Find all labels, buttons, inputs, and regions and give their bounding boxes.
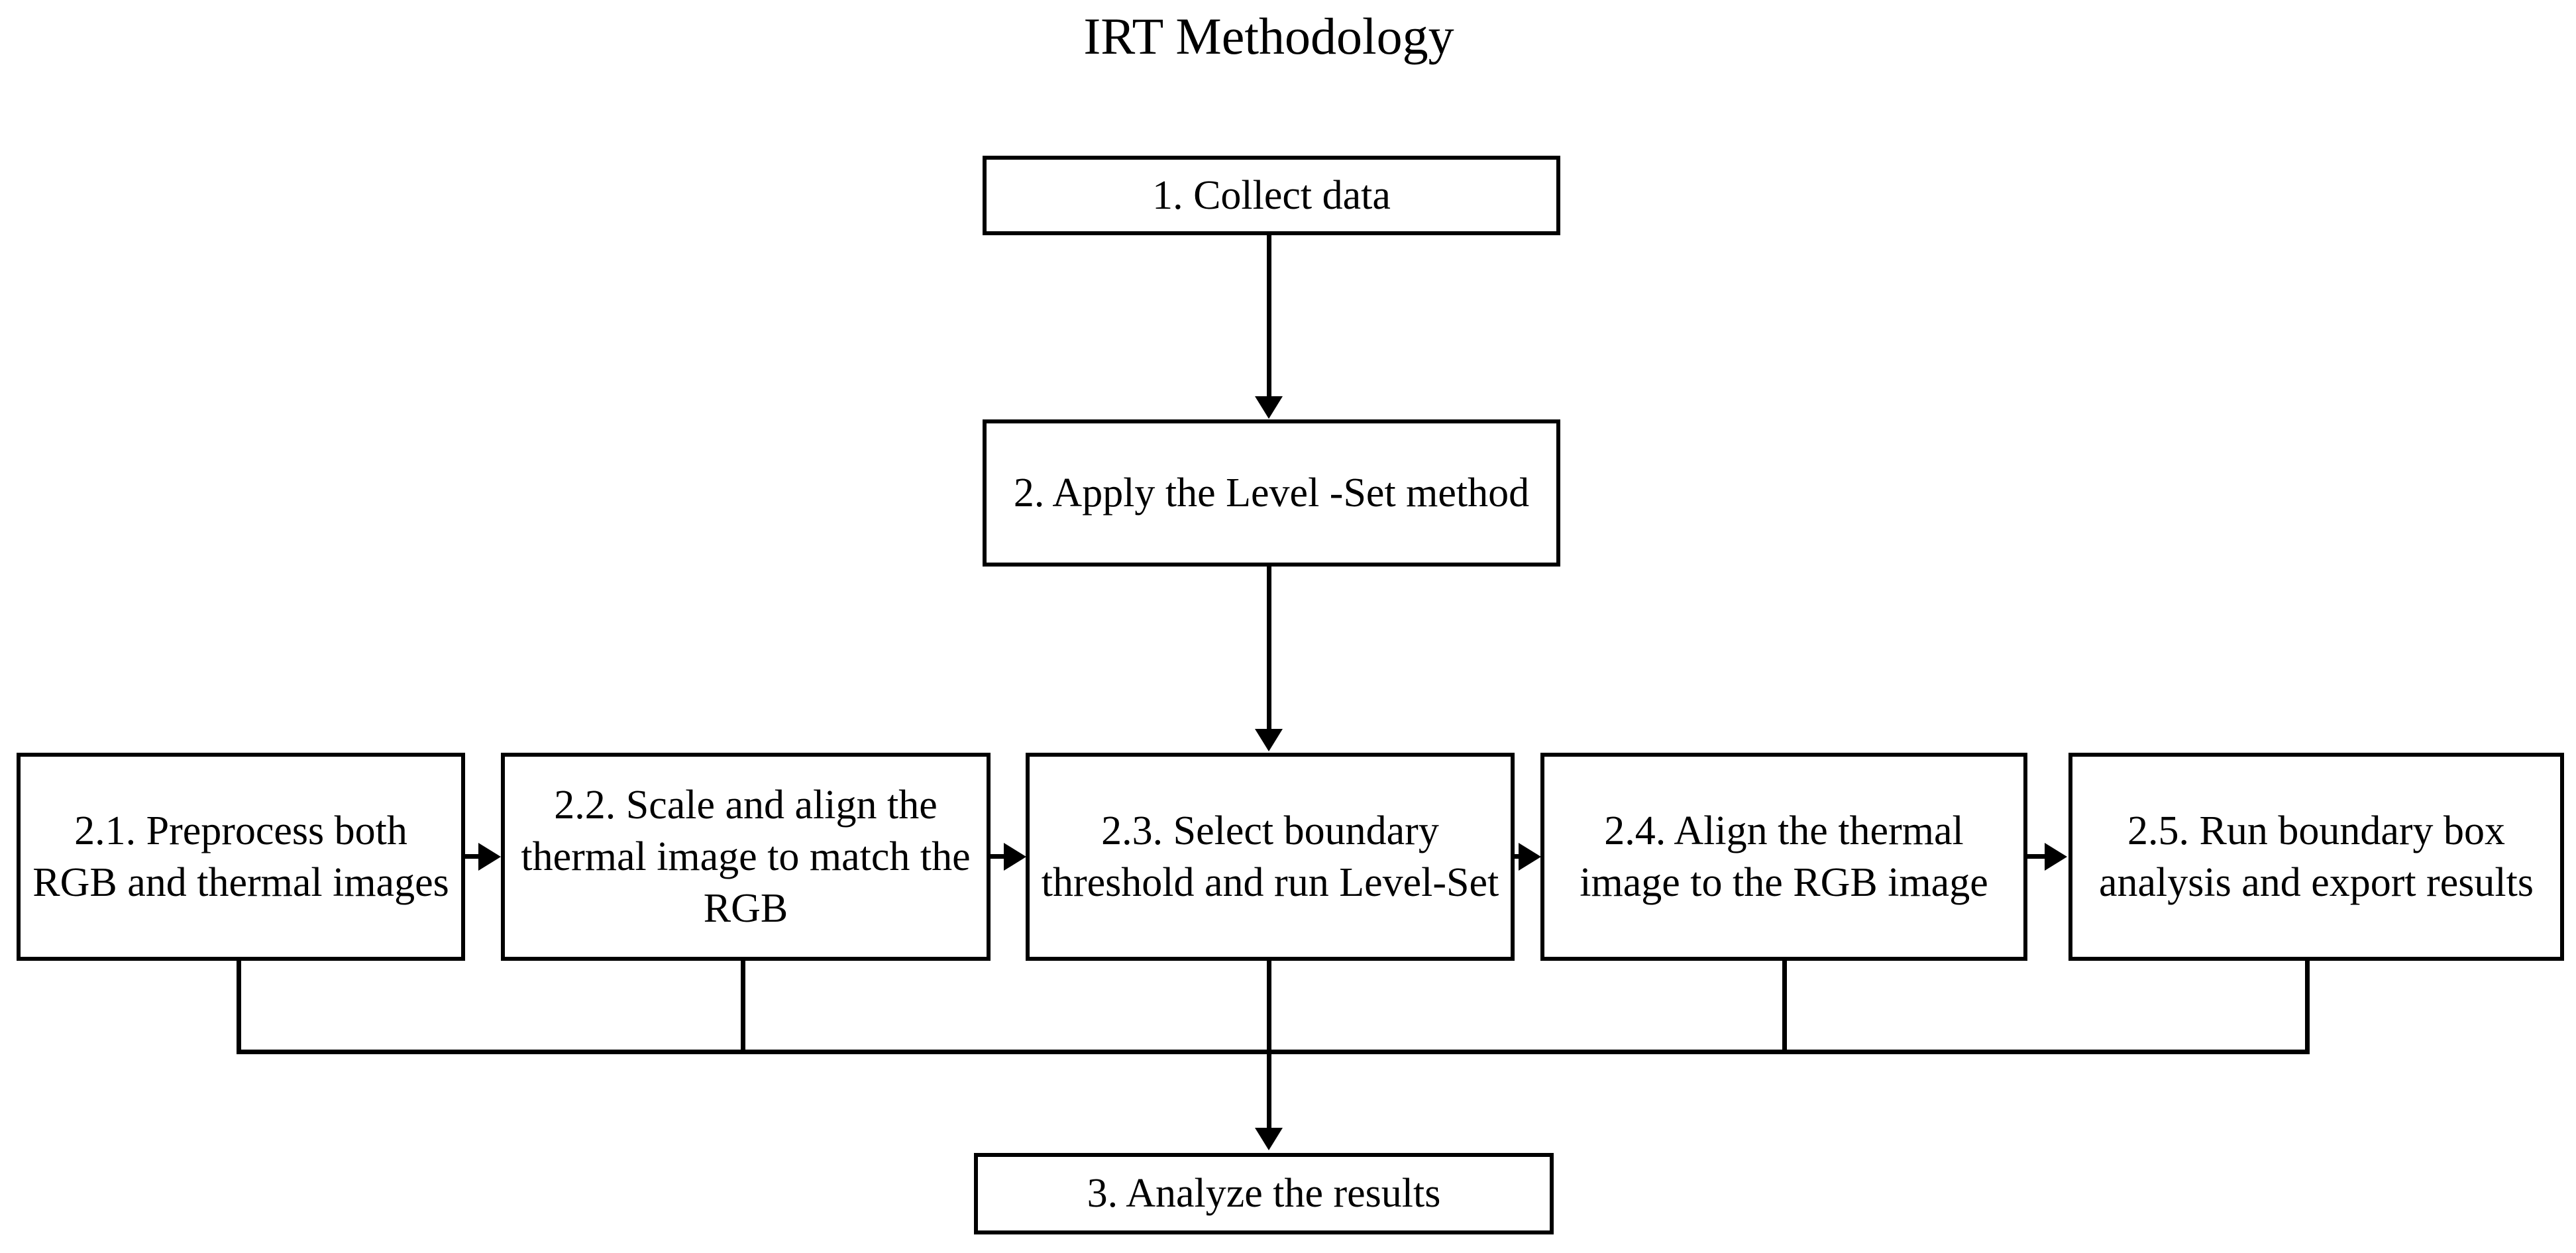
node-step-2-2[interactable]: 2.2. Scale and align the thermal image t…: [501, 753, 991, 961]
node-step-2-3[interactable]: 2.3. Select boundary threshold and run L…: [1026, 753, 1515, 961]
edge-step1-step2-line: [1267, 235, 1271, 398]
edge-21-22-line: [465, 854, 481, 859]
edge-22-23-arrowhead: [1004, 843, 1026, 871]
node-step-2-5[interactable]: 2.5. Run boundary box analysis and expor…: [2068, 753, 2564, 961]
edge-21-22-arrowhead: [478, 843, 501, 871]
node-step-3-label: 3. Analyze the results: [1087, 1171, 1441, 1217]
edge-23-step3-line: [1267, 961, 1271, 1130]
node-step-2-2-label: 2.2. Scale and align the thermal image t…: [521, 782, 971, 932]
node-step-2[interactable]: 2. Apply the Level -Set method: [983, 419, 1560, 567]
node-step-2-1-label: 2.1. Preprocess both RGB and thermal ima…: [32, 808, 449, 905]
edge-24-25-line: [2027, 854, 2047, 859]
node-step-1[interactable]: 1. Collect data: [983, 156, 1560, 235]
node-step-1-label: 1. Collect data: [1152, 172, 1391, 218]
edge-25-bus-line: [2305, 961, 2310, 1054]
node-step-2-5-label: 2.5. Run boundary box analysis and expor…: [2098, 808, 2534, 905]
edge-step2-step23-line: [1267, 567, 1271, 732]
edge-step1-step2-arrowhead: [1255, 396, 1283, 419]
node-step-2-4-label: 2.4. Align the thermal image to the RGB …: [1580, 808, 1988, 905]
collector-bus-line: [237, 1050, 2310, 1054]
edge-24-25-arrowhead: [2045, 843, 2067, 871]
page-title: IRT Methodology: [0, 9, 2576, 64]
edge-24-bus-line: [1782, 961, 1787, 1054]
edge-21-bus-line: [237, 961, 241, 1054]
node-step-2-1[interactable]: 2.1. Preprocess both RGB and thermal ima…: [17, 753, 465, 961]
page-title-text: IRT Methodology: [1083, 7, 1454, 65]
node-step-2-label: 2. Apply the Level -Set method: [1013, 470, 1530, 516]
edge-22-23-line: [991, 854, 1006, 859]
edge-22-bus-line: [741, 961, 745, 1054]
edge-23-24-arrowhead: [1519, 843, 1541, 871]
node-step-3[interactable]: 3. Analyze the results: [974, 1153, 1554, 1234]
edge-step2-step23-arrowhead: [1255, 729, 1283, 751]
node-step-2-4[interactable]: 2.4. Align the thermal image to the RGB …: [1540, 753, 2027, 961]
edge-23-step3-arrowhead: [1255, 1128, 1283, 1150]
node-step-2-3-label: 2.3. Select boundary threshold and run L…: [1041, 808, 1499, 905]
